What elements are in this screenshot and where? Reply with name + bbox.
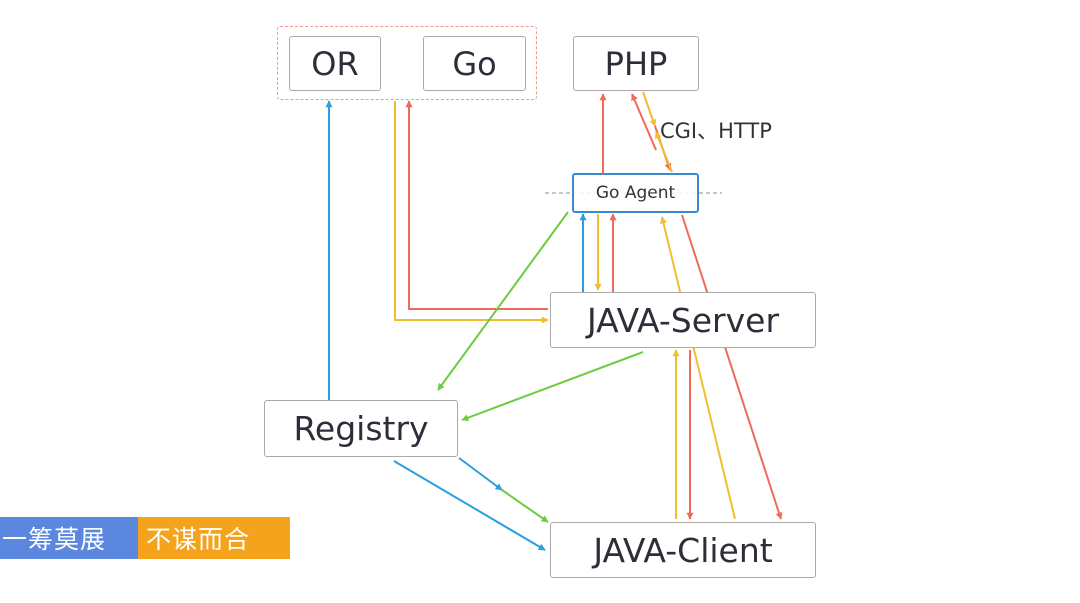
- node-java-server-label: JAVA-Server: [586, 300, 780, 340]
- node-php-label: PHP: [604, 44, 668, 83]
- node-or: OR: [289, 36, 381, 91]
- node-go: Go: [423, 36, 526, 91]
- arrow-registry-to-client-blue: [393, 460, 546, 551]
- node-php: PHP: [573, 36, 699, 91]
- arrow-server-to-go: [405, 100, 548, 310]
- node-go-agent-label: Go Agent: [595, 183, 676, 203]
- watermark-part2: 不谋而合: [138, 517, 290, 559]
- arrow-go-to-server: [394, 101, 549, 324]
- node-go-label: Go: [452, 44, 497, 83]
- node-java-server: JAVA-Server: [550, 292, 816, 348]
- edge-label-cgi-http: CGI、HTTP: [660, 119, 772, 143]
- node-java-client-label: JAVA-Client: [593, 530, 773, 570]
- or-go-group: [277, 26, 537, 100]
- arrow-server-to-registry: [461, 351, 644, 422]
- node-registry: Registry: [264, 400, 458, 457]
- arrow-registry-to-client-green: [501, 489, 549, 523]
- node-java-client: JAVA-Client: [550, 522, 816, 578]
- arrow-agent-to-registry: [437, 211, 569, 391]
- node-go-agent: Go Agent: [572, 173, 699, 213]
- watermark-part1: 一筹莫展: [0, 517, 140, 559]
- arrow-agent-to-php-yellow: [655, 131, 673, 173]
- arrow-agent-to-client-red: [681, 214, 783, 520]
- arrow-client-to-agent-yellow: [660, 216, 736, 520]
- node-registry-label: Registry: [293, 409, 429, 448]
- watermark-part1-text: 一筹莫展: [2, 525, 107, 554]
- arrow-registry-to-client-blue-short: [458, 457, 503, 491]
- arrow-client-to-php: [631, 93, 657, 151]
- arrow-php-to-agent-yellow: [642, 91, 657, 127]
- node-or-label: OR: [311, 44, 359, 83]
- watermark-part2-text: 不谋而合: [146, 525, 251, 554]
